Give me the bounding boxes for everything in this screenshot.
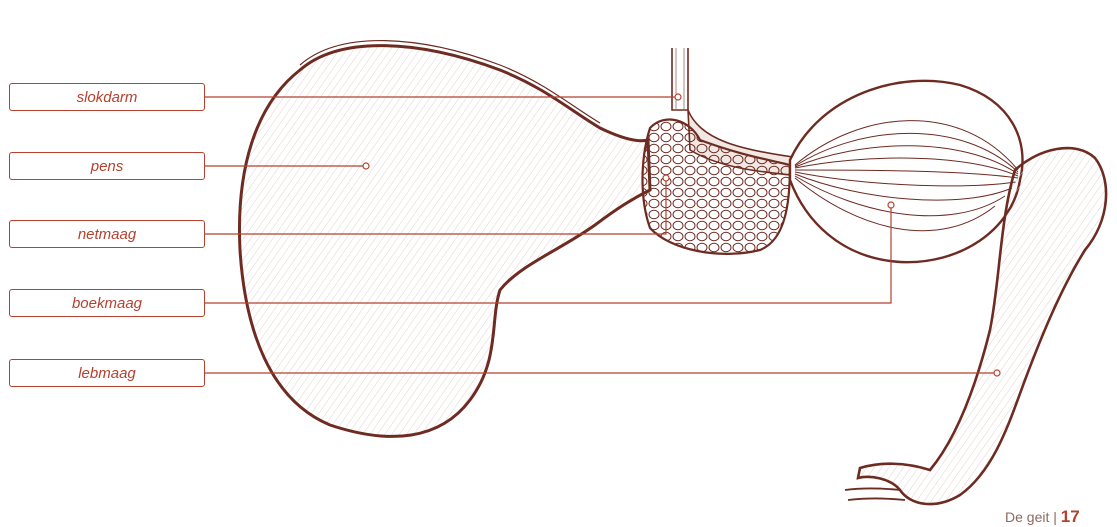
marker-pens (363, 163, 369, 169)
page-footer: De geit | 17 (1005, 507, 1080, 527)
page-number: 17 (1061, 507, 1080, 526)
marker-lebmaag (994, 370, 1000, 376)
marker-netmaag (663, 175, 669, 181)
label-pens: pens (9, 152, 205, 180)
label-netmaag: netmaag (9, 220, 205, 248)
marker-boekmaag (888, 202, 894, 208)
footer-divider: | (1053, 509, 1057, 525)
pens-shape (239, 46, 650, 437)
label-boekmaag: boekmaag (9, 289, 205, 317)
label-slokdarm: slokdarm (9, 83, 205, 111)
duodenum-shape (845, 489, 905, 501)
boekmaag-shape (790, 81, 1023, 262)
slokdarm-shape (672, 48, 688, 110)
label-lebmaag: lebmaag (9, 359, 205, 387)
footer-title: De geit (1005, 509, 1049, 525)
marker-slokdarm (675, 94, 681, 100)
